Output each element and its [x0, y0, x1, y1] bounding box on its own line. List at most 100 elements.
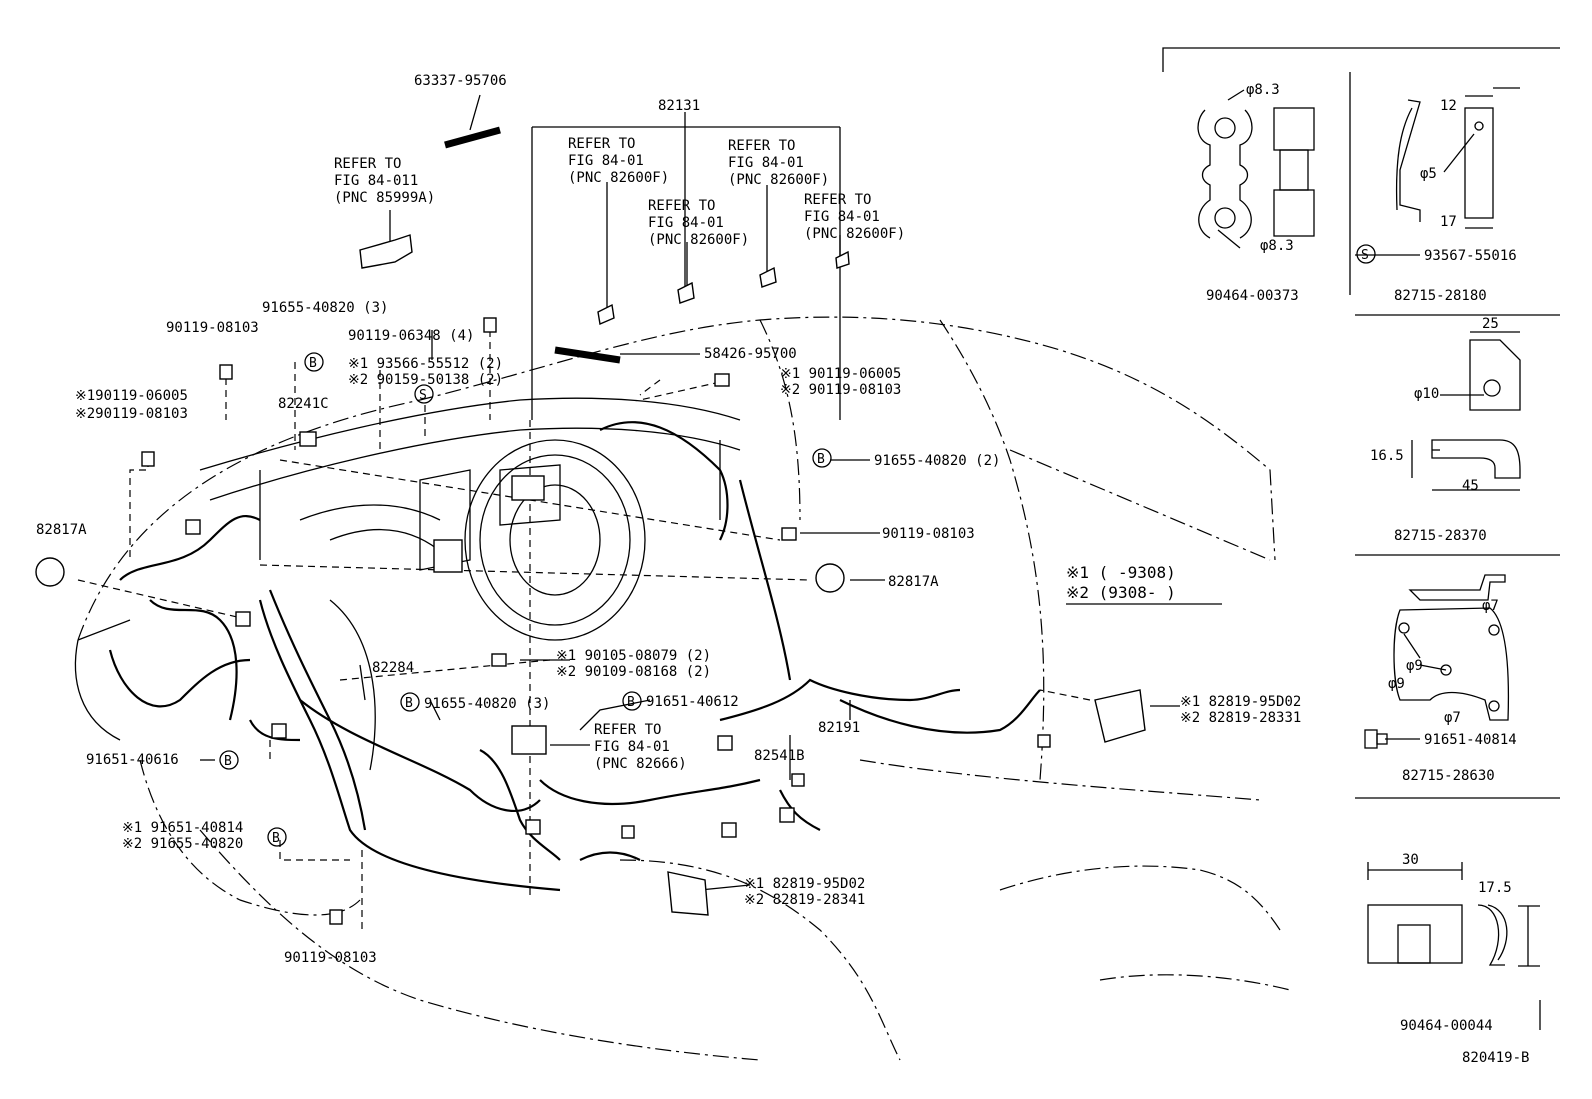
svg-text:B: B	[309, 356, 317, 371]
label-82819-28341: ※2 82819-28341	[744, 892, 865, 908]
label-90105: ※1 90105-08079 (2)	[556, 648, 711, 664]
detail-82715-28370: 25 φ10 16.5 45 82715-28370	[1370, 316, 1521, 544]
svg-text:82715-28630: 82715-28630	[1402, 768, 1495, 784]
svg-text:φ8.3: φ8.3	[1246, 82, 1280, 98]
svg-text:82715-28370: 82715-28370	[1394, 528, 1487, 544]
refer-text: (PNC 82600F)	[804, 226, 905, 242]
label-82819-28331: ※2 82819-28331	[1180, 710, 1301, 726]
label-90119-08103: 90119-08103	[882, 526, 975, 542]
instrument-panel	[199, 397, 741, 641]
label-82541b: 82541B	[754, 748, 805, 764]
detail-90464-00044: 30 17.5 90464-00044	[1367, 852, 1540, 1034]
label-90119-08103: 90119-08103	[284, 950, 377, 966]
detail-82715-28630: φ7 φ9 φ9 φ7 91651-40814 82715-28630	[1364, 574, 1517, 784]
refer-text: (PNC 82600F)	[568, 170, 669, 186]
label-82819-95d02: ※1 82819-95D02	[1180, 694, 1301, 710]
svg-text:φ8.3: φ8.3	[1260, 238, 1294, 254]
label-91655-3: 91655-40820 (3)	[262, 300, 388, 316]
b-symbol: B	[267, 827, 287, 847]
b-symbol: B	[304, 352, 324, 372]
svg-text:90464-00044: 90464-00044	[1400, 1018, 1493, 1034]
label-90159: ※2 90159-50138 (2)	[348, 372, 503, 388]
svg-text:φ10: φ10	[1414, 386, 1439, 402]
s-symbol: S	[414, 384, 434, 404]
svg-text:φ9: φ9	[1406, 658, 1423, 674]
b-symbol: B	[400, 692, 420, 712]
b-symbol: B	[622, 691, 642, 711]
car-body-outline	[74, 316, 1291, 1061]
refer-text: FIG 84-011	[334, 173, 418, 189]
label-82131: 82131	[658, 98, 700, 114]
svg-text:91651-40814: 91651-40814	[1424, 732, 1517, 748]
refer-text: (PNC 85999A)	[334, 190, 435, 206]
label-90119-06005: ※190119-06005	[75, 388, 188, 404]
svg-text:B: B	[405, 696, 413, 711]
refer-text: REFER TO	[594, 722, 661, 738]
svg-text:82715-28180: 82715-28180	[1394, 288, 1487, 304]
svg-text:45: 45	[1462, 478, 1479, 494]
label-91655-40820: ※2 91655-40820	[122, 836, 243, 852]
symbols: B S B B B B B S	[219, 244, 1376, 847]
refer-text: (PNC 82600F)	[728, 172, 829, 188]
label-91651-40814: ※1 91651-40814	[122, 820, 243, 836]
refer-text: FIG 84-01	[804, 209, 880, 225]
refer-text: REFER TO	[804, 192, 871, 208]
legend-line-1: ※1 ( -9308)	[1066, 563, 1176, 582]
label-63337: 63337-95706	[414, 73, 507, 89]
svg-text:φ7: φ7	[1444, 710, 1461, 726]
label-93566: ※1 93566-55512 (2)	[348, 356, 503, 372]
label-91651-40612: 91651-40612	[646, 694, 739, 710]
svg-text:S: S	[419, 388, 427, 403]
svg-text:17: 17	[1440, 214, 1457, 230]
refer-text: FIG 84-01	[728, 155, 804, 171]
svg-text:φ9: φ9	[1388, 676, 1405, 692]
label-82284: 82284	[372, 660, 414, 676]
svg-text:30: 30	[1402, 852, 1419, 868]
figure-id: 820419-B	[1462, 1050, 1529, 1066]
refer-text: REFER TO	[648, 198, 715, 214]
svg-text:17.5: 17.5	[1478, 880, 1512, 896]
svg-text:B: B	[627, 695, 635, 710]
b-symbol: B	[812, 448, 832, 468]
svg-text:12: 12	[1440, 98, 1457, 114]
refer-text: REFER TO	[334, 156, 401, 172]
label-91655-2: 91655-40820 (2)	[874, 453, 1000, 469]
wire-harness	[108, 421, 1041, 892]
label-90119-06348: 90119-06348 (4)	[348, 328, 474, 344]
label-90109: ※2 90109-08168 (2)	[556, 664, 711, 680]
refer-text: FIG 84-01	[568, 153, 644, 169]
label-82241c: 82241C	[278, 396, 329, 412]
label-91651-40616: 91651-40616	[86, 752, 179, 768]
small-parts	[35, 126, 1146, 925]
main-labels: 63337-95706 82131 REFER TO FIG 84-011 (P…	[36, 73, 1529, 1066]
refer-text: REFER TO	[728, 138, 795, 154]
refer-text: (PNC 82666)	[594, 756, 687, 772]
label-82817a: 82817A	[36, 522, 87, 538]
label-90119-08103: 90119-08103	[166, 320, 259, 336]
svg-text:93567-55016: 93567-55016	[1424, 248, 1517, 264]
svg-text:S: S	[1361, 248, 1369, 263]
svg-text:φ7: φ7	[1482, 598, 1499, 614]
solid-leaders	[200, 94, 1541, 1030]
label-91655-3: 91655-40820 (3)	[424, 696, 550, 712]
label-90119-08103: ※290119-08103	[75, 406, 188, 422]
s-symbol: S	[1356, 244, 1376, 264]
refer-text: FIG 84-01	[594, 739, 670, 755]
label-82817a: 82817A	[888, 574, 939, 590]
svg-text:90464-00373: 90464-00373	[1206, 288, 1299, 304]
refer-text: FIG 84-01	[648, 215, 724, 231]
svg-text:φ5: φ5	[1420, 166, 1437, 182]
svg-text:16.5: 16.5	[1370, 448, 1404, 464]
svg-text:B: B	[224, 754, 232, 769]
label-58426: 58426-95700	[704, 346, 797, 362]
svg-text:B: B	[272, 831, 280, 846]
svg-text:25: 25	[1482, 316, 1499, 332]
label-82191: 82191	[818, 720, 860, 736]
label-90119-08103: ※2 90119-08103	[780, 382, 901, 398]
b-symbol: B	[219, 750, 239, 770]
svg-text:B: B	[817, 452, 825, 467]
label-90119-06005: ※1 90119-06005	[780, 366, 901, 382]
label-82819-95d02: ※1 82819-95D02	[744, 876, 865, 892]
legend-line-2: ※2 (9308- )	[1066, 583, 1176, 602]
